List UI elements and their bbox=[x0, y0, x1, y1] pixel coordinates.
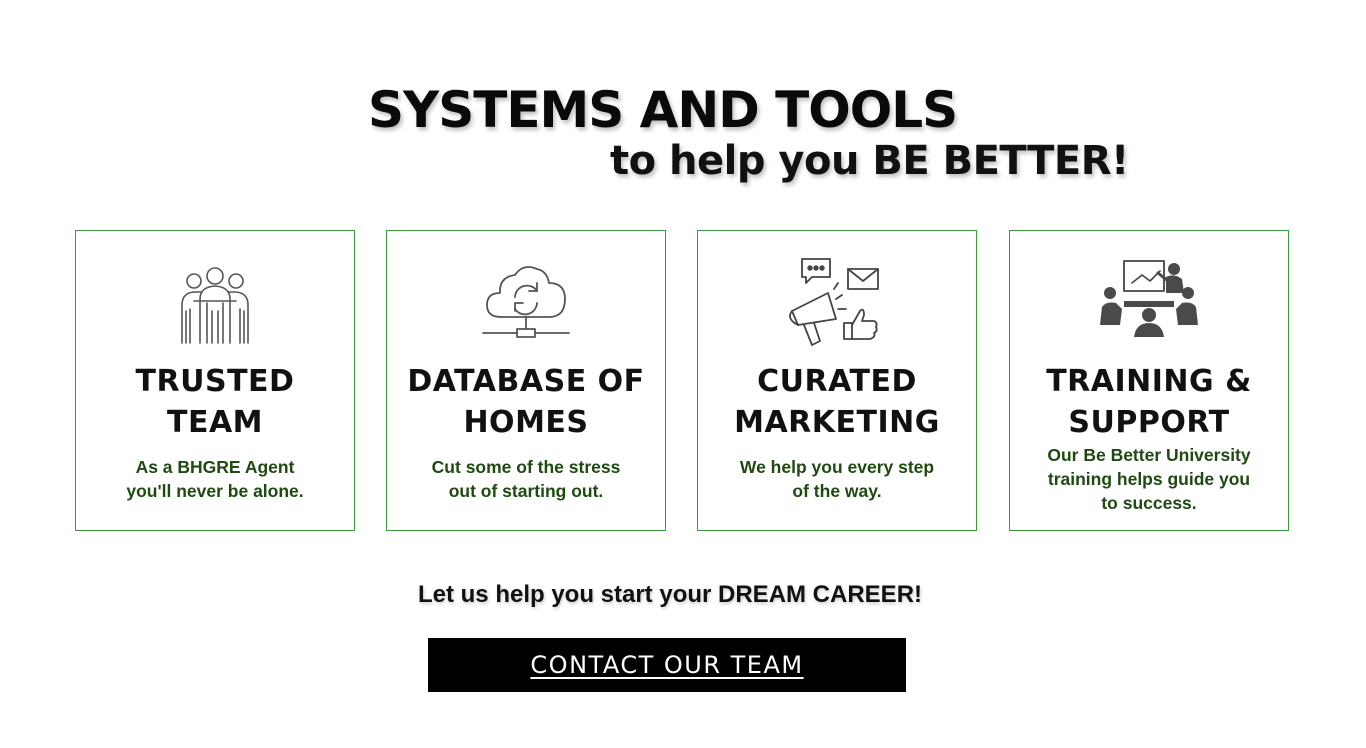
page-subtitle: to help you BE BETTER! bbox=[610, 138, 1129, 184]
card-desc-line: As a BHGRE Agent bbox=[135, 457, 295, 477]
card-desc-line: Our Be Better University bbox=[1047, 445, 1251, 465]
card-title-line: TEAM bbox=[166, 405, 264, 440]
card-title-line: SUPPORT bbox=[1068, 405, 1230, 440]
page-title: SYSTEMS AND TOOLS bbox=[368, 81, 958, 139]
card-desc-line: of the way. bbox=[792, 481, 882, 501]
card-title-line: TRUSTED bbox=[135, 364, 295, 399]
cloud-sync-icon bbox=[471, 253, 581, 349]
team-icon bbox=[160, 253, 270, 349]
card-desc-line: to success. bbox=[1101, 493, 1197, 513]
card-desc-line: out of starting out. bbox=[448, 481, 604, 501]
card-title-line: MARKETING bbox=[734, 405, 940, 440]
card-desc-line: training helps guide you bbox=[1047, 469, 1251, 489]
card-training-support: TRAINING & SUPPORT Our Be Better Univers… bbox=[1009, 230, 1289, 531]
card-database-of-homes: DATABASE OF HOMES Cut some of the stress… bbox=[386, 230, 666, 531]
card-desc-line: We help you every step bbox=[739, 457, 935, 477]
card-title-line: TRAINING & bbox=[1046, 364, 1252, 399]
card-curated-marketing: CURATED MARKETING We help you every step… bbox=[697, 230, 977, 531]
card-desc-line: Cut some of the stress bbox=[431, 457, 621, 477]
card-title-line: CURATED bbox=[757, 364, 917, 399]
card-desc-line: you'll never be alone. bbox=[126, 481, 304, 501]
cta-tagline: Let us help you start your DREAM CAREER! bbox=[417, 581, 923, 608]
card-title-line: DATABASE OF bbox=[407, 364, 645, 399]
marketing-icon bbox=[782, 253, 892, 349]
card-title-line: HOMES bbox=[463, 405, 589, 440]
contact-our-team-button[interactable]: CONTACT OUR TEAM bbox=[428, 638, 906, 692]
training-icon bbox=[1094, 253, 1204, 349]
card-trusted-team: TRUSTED TEAM As a BHGRE Agent you'll nev… bbox=[75, 230, 355, 531]
